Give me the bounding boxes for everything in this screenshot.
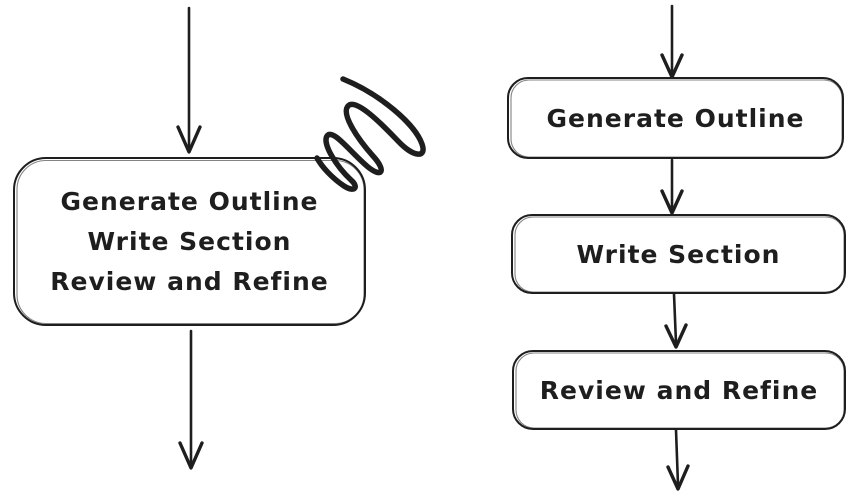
right-outgoing-arrow [666, 428, 690, 491]
right-arrow-1 [660, 158, 684, 215]
right-arrow-2 [664, 292, 688, 349]
left-flowchart [13, 6, 426, 470]
left-combined-box [13, 157, 366, 326]
left-outgoing-arrow [178, 329, 204, 470]
right-box-generate-outline-shape [507, 77, 844, 159]
left-incoming-arrow [176, 6, 202, 154]
right-box-write-section-shape [511, 214, 846, 294]
scratch-out-scribble-icon [314, 76, 426, 192]
right-box-review-refine-shape [512, 350, 846, 430]
right-incoming-arrow [660, 4, 684, 79]
right-flowchart [507, 4, 846, 491]
